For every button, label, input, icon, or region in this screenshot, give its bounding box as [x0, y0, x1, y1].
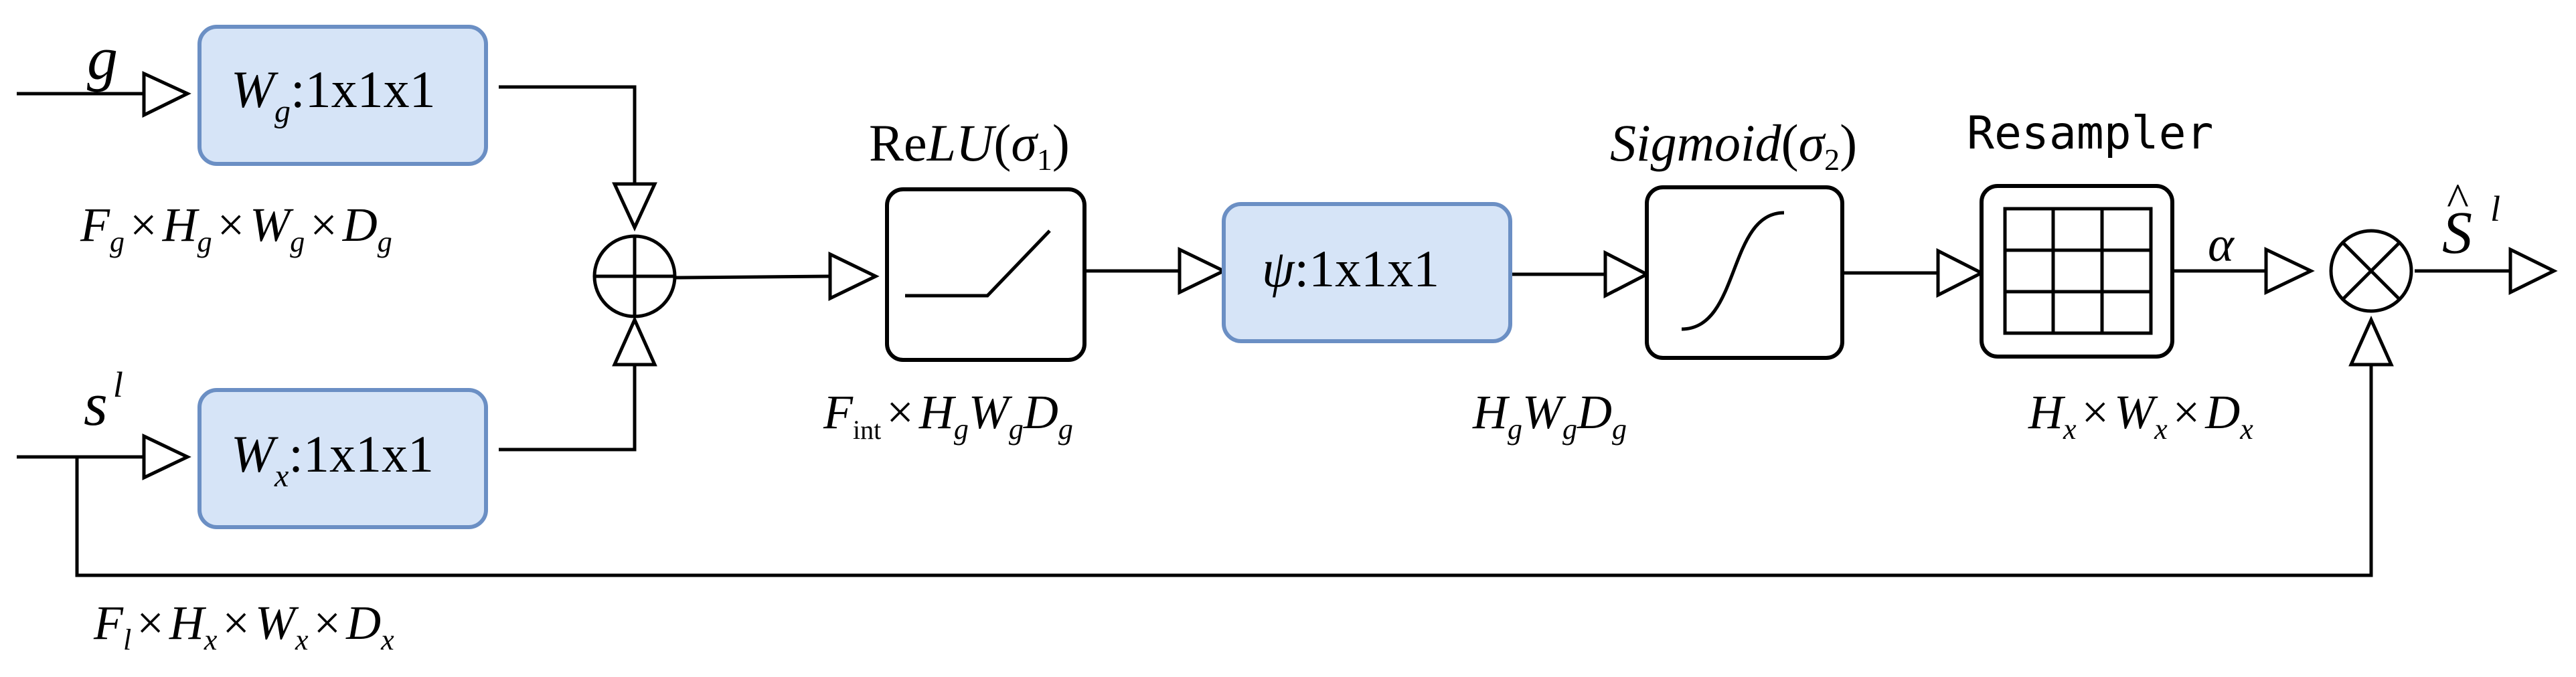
arrow-skip-to-mult: [2348, 315, 2394, 367]
arrow-g-in: [142, 71, 191, 118]
skip-dims-label: Fl×Hx×Wx×Dx: [93, 596, 394, 656]
resampler-block: [1980, 184, 2174, 359]
relu-label: ReLU(σ1): [869, 114, 1070, 177]
resampler-output-dims-label: Hx×Wx×Dx: [2028, 385, 2253, 446]
arrow-down-sum: [612, 182, 657, 231]
arrow-up-sum: [612, 315, 657, 367]
wg-conv-block: Wg:1x1x1: [197, 25, 488, 166]
sigmoid-label: Sigmoid(σ2): [1610, 114, 1857, 177]
relu-block: [885, 187, 1086, 362]
arrow-to-sigmoid: [1603, 250, 1651, 299]
svg-text:^: ^: [2447, 175, 2469, 226]
intermediate-dims-label: Fint×HgWgDg: [823, 385, 1073, 446]
arrow-output: [2508, 246, 2558, 296]
svg-text:S: S: [2442, 200, 2472, 266]
arrow-alpha-to-mult: [2264, 247, 2315, 295]
wx-conv-block: Wx:1x1x1: [197, 388, 488, 529]
resampler-grid-icon: [2003, 207, 2153, 335]
resampler-label: Resampler: [1967, 107, 2213, 160]
gate-input-label: g: [87, 24, 118, 92]
svg-text:Wg:1x1x1: Wg:1x1x1: [231, 60, 436, 129]
arrow-to-resampler: [1936, 248, 1986, 298]
psi-output-dims-label: HgWgDg: [1472, 385, 1627, 446]
sigmoid-block: [1645, 185, 1844, 360]
psi-conv-block: ψ:1x1x1: [1222, 202, 1512, 343]
svg-text:l: l: [2490, 189, 2500, 229]
arrow-to-psi: [1178, 247, 1228, 295]
arrow-to-relu: [828, 252, 880, 301]
multiply-node: [2329, 229, 2413, 313]
output-label: S ^ l: [2442, 175, 2500, 266]
sum-node: [592, 234, 677, 318]
sigmoid-curve-icon: [1681, 211, 1785, 331]
gate-dims-label: Fg×Hg×Wg×Dg: [80, 198, 392, 258]
svg-text:ψ:1x1x1: ψ:1x1x1: [1262, 239, 1439, 298]
connection-lines: [17, 85, 2510, 577]
arrowheads: [142, 71, 2558, 480]
relu-curve-icon: [905, 229, 1051, 298]
alpha-label: α: [2208, 217, 2235, 272]
arrow-s-in: [142, 433, 191, 480]
svg-text:Wx:1x1x1: Wx:1x1x1: [231, 425, 434, 494]
